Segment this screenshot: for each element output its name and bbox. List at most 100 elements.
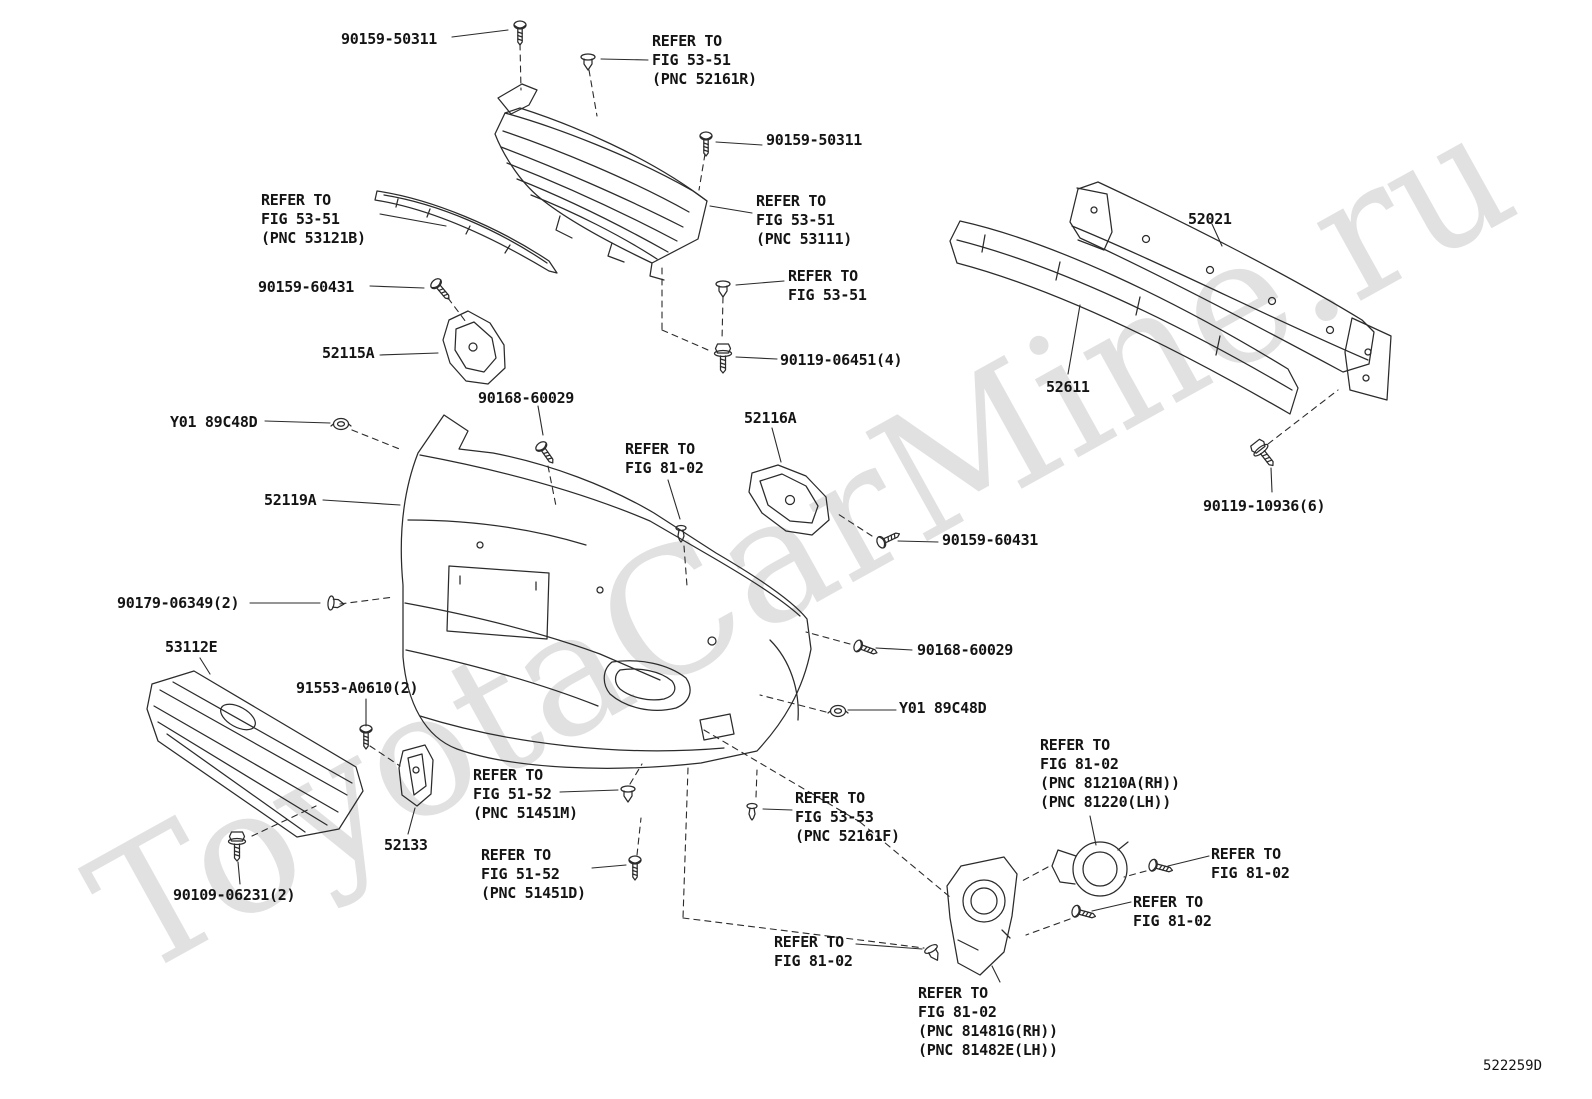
bracket-52133-drawing <box>398 744 434 807</box>
bumper-absorber-drawing <box>949 220 1299 415</box>
label-line: REFER TO <box>1040 736 1110 754</box>
label-line: 90119-10936(6) <box>1203 497 1326 515</box>
label-line: FIG 53-51 <box>261 210 340 228</box>
label-line: (PNC 81481G(RH)) <box>918 1022 1058 1040</box>
label-line: REFER TO <box>756 192 826 210</box>
bumper-cover-drawing <box>400 414 812 769</box>
label-52115a[interactable]: 52115A <box>322 344 375 363</box>
label-90109-06231[interactable]: 90109-06231(2) <box>173 886 296 905</box>
label-line: (PNC 51451M) <box>473 804 578 822</box>
label-line: 52021 <box>1188 210 1232 228</box>
label-line: 90119-06451(4) <box>780 351 903 369</box>
label-line: 90179-06349(2) <box>117 594 240 612</box>
label-91553-a0610[interactable]: 91553-A0610(2) <box>296 679 419 698</box>
label-90159-60431-right[interactable]: 90159-60431 <box>942 531 1038 550</box>
label-line: 90159-60431 <box>258 278 355 296</box>
label-line: REFER TO <box>1211 845 1281 863</box>
label-52611[interactable]: 52611 <box>1046 378 1090 397</box>
diagram-code: 522259D <box>1483 1058 1543 1074</box>
label-line: 90168-60029 <box>478 389 575 407</box>
label-line: FIG 81-02 <box>918 1003 997 1021</box>
label-90119-06451[interactable]: 90119-06451(4) <box>780 351 903 370</box>
label-53112e[interactable]: 53112E <box>165 638 218 657</box>
label-line: 52133 <box>384 836 428 854</box>
label-line: FIG 53-51 <box>652 51 731 69</box>
label-line: REFER TO <box>625 440 695 458</box>
leader-lines <box>199 29 1273 983</box>
label-line: REFER TO <box>481 846 551 864</box>
label-line: 52115A <box>322 344 375 362</box>
label-line: 52116A <box>744 409 797 427</box>
bumper-reinforcement-drawing <box>1069 181 1392 401</box>
label-line: Y01 89C48D <box>170 413 258 431</box>
label-line: 90159-50311 <box>766 131 863 149</box>
label-line: FIG 53-51 <box>756 211 835 229</box>
label-line: (PNC 52161F) <box>795 827 900 845</box>
upper-molding-drawing <box>374 190 558 274</box>
label-90159-50311-top[interactable]: 90159-50311 <box>341 30 437 49</box>
label-line: REFER TO <box>652 32 722 50</box>
front-grille-drawing <box>494 83 708 281</box>
lower-grille-drawing <box>146 670 364 838</box>
label-line: FIG 81-02 <box>774 952 853 970</box>
retainer-52116a-drawing <box>748 464 830 536</box>
label-line: REFER TO <box>473 766 543 784</box>
label-90159-50311-right[interactable]: 90159-50311 <box>766 131 862 150</box>
label-line: (PNC 81220(LH)) <box>1040 793 1171 811</box>
label-line: (PNC 52161R) <box>652 70 757 88</box>
label-90168-60029-left[interactable]: 90168-60029 <box>478 389 574 408</box>
label-90159-60431-left[interactable]: 90159-60431 <box>258 278 354 297</box>
label-line: 90109-06231(2) <box>173 886 296 904</box>
label-line: 52119A <box>264 491 317 509</box>
label-line: FIG 81-02 <box>1211 864 1290 882</box>
label-line: REFER TO <box>1133 893 1203 911</box>
label-line: FIG 51-52 <box>473 785 552 803</box>
label-line: (PNC 53111) <box>756 230 853 248</box>
label-52021[interactable]: 52021 <box>1188 210 1232 229</box>
label-90119-10936[interactable]: 90119-10936(6) <box>1203 497 1326 516</box>
label-52119a[interactable]: 52119A <box>264 491 317 510</box>
label-line: FIG 51-52 <box>481 865 560 883</box>
label-52116a[interactable]: 52116A <box>744 409 797 428</box>
label-line: 52611 <box>1046 378 1090 396</box>
retainer-52115a-drawing <box>442 310 506 385</box>
label-line: FIG 53-53 <box>795 808 874 826</box>
label-line: REFER TO <box>261 191 331 209</box>
label-90179-06349[interactable]: 90179-06349(2) <box>117 594 240 613</box>
label-line: REFER TO <box>918 984 988 1002</box>
label-line: (PNC 53121B) <box>261 229 366 247</box>
label-y0189c48d-right[interactable]: Y01 89C48D <box>899 699 987 718</box>
label-line: FIG 81-02 <box>1040 755 1119 773</box>
label-52133[interactable]: 52133 <box>384 836 428 855</box>
label-line: REFER TO <box>795 789 865 807</box>
label-line: 90159-60431 <box>942 531 1039 549</box>
label-line: 90159-50311 <box>341 30 438 48</box>
label-line: 53112E <box>165 638 218 656</box>
label-y0189c48d-left[interactable]: Y01 89C48D <box>170 413 258 432</box>
fog-lamp-drawing <box>1051 841 1129 897</box>
fog-lamp-bracket-drawing <box>946 856 1018 976</box>
label-line: FIG 53-51 <box>788 286 867 304</box>
assembly-lines <box>251 43 1339 949</box>
label-line: 91553-A0610(2) <box>296 679 419 697</box>
label-line: 90168-60029 <box>917 641 1014 659</box>
label-line: (PNC 81482E(LH)) <box>918 1041 1058 1059</box>
label-line: Y01 89C48D <box>899 699 987 717</box>
label-90168-60029-right[interactable]: 90168-60029 <box>917 641 1013 660</box>
label-line: FIG 81-02 <box>625 459 704 477</box>
label-line: REFER TO <box>774 933 844 951</box>
